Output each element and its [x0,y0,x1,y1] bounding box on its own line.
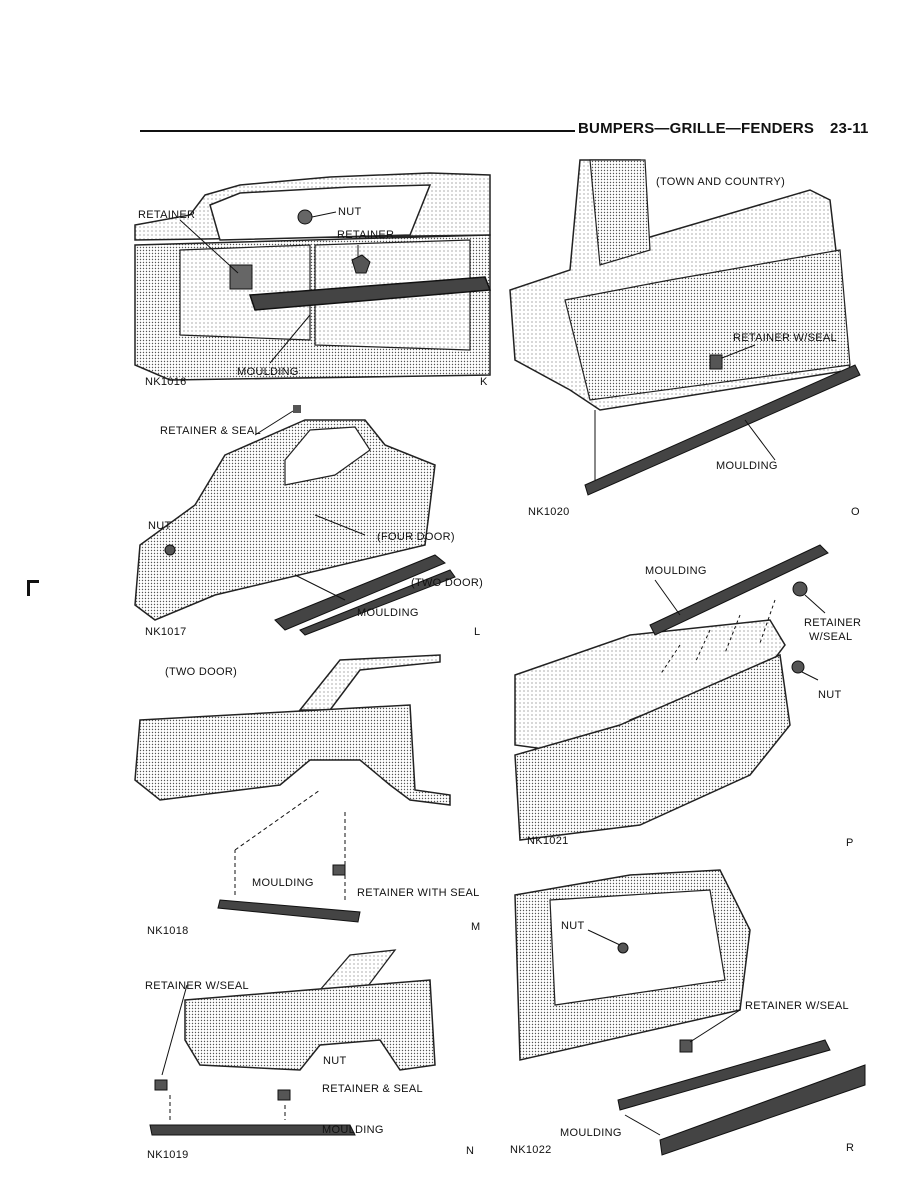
fig-p-label-w-seal: W/SEAL [809,631,853,643]
fig-l-id: NK1017 [145,626,187,638]
page-number: 23-11 [830,120,869,137]
fig-m-id: NK1018 [147,925,189,937]
fig-r-label-moulding: MOULDING [560,1127,622,1139]
fig-l-letter: L [474,626,481,638]
header-rule [140,130,575,132]
fig-n-label-retainer-w-seal: RETAINER W/SEAL [145,980,249,992]
fig-o-label-retainer-w-seal: RETAINER W/SEAL [733,332,837,344]
fig-o-caption: (TOWN AND COUNTRY) [656,176,786,188]
fig-n-id: NK1019 [147,1149,189,1161]
margin-mark [27,580,39,596]
fig-n-letter: N [466,1145,475,1157]
fig-l-label-nut: NUT [148,520,172,532]
fig-k-letter: K [480,376,488,388]
fig-m-letter: M [471,921,481,933]
fig-o-id: NK1020 [528,506,570,518]
fig-l-label-moulding: MOULDING [357,607,419,619]
fig-l-label-retainer-seal: RETAINER & SEAL [160,425,261,437]
fig-r-letter: R [846,1142,855,1154]
fig-k-label-moulding: MOULDING [237,366,299,378]
fig-n-label-nut: NUT [323,1055,347,1067]
fig-r-id: NK1022 [510,1144,552,1156]
figure-p-illustration [514,544,829,841]
section-title: BUMPERS—GRILLE—FENDERS [578,120,815,137]
fig-m-label-retainer-with-seal: RETAINER WITH SEAL [357,887,480,899]
figure-m-illustration [134,654,451,923]
fig-k-id: NK1016 [145,376,187,388]
fig-r-label-retainer-w-seal: RETAINER W/SEAL [745,1000,849,1012]
fig-o-label-moulding: MOULDING [716,460,778,472]
fig-l-label-four-door: (FOUR DOOR) [377,531,455,543]
figure-l-illustration [134,405,456,636]
fig-p-label-retainer: RETAINER [804,617,862,629]
fig-m-label-moulding: MOULDING [252,877,314,889]
fig-o-letter: O [851,506,860,518]
fig-p-letter: P [846,837,854,849]
fig-p-label-nut: NUT [818,689,842,701]
fig-m-caption: (TWO DOOR) [165,666,238,678]
fig-n-label-moulding: MOULDING [322,1124,384,1136]
fig-n-label-retainer-seal: RETAINER & SEAL [322,1083,423,1095]
fig-l-label-two-door: (TWO DOOR) [411,577,484,589]
figure-r-illustration [514,869,866,1156]
fig-k-label-nut: NUT [338,206,362,218]
fig-k-label-retainer-2: RETAINER [337,229,395,241]
figure-k-illustration [134,172,492,381]
fig-p-id: NK1021 [527,835,569,847]
fig-p-label-moulding: MOULDING [645,565,707,577]
fig-r-label-nut: NUT [561,920,585,932]
figure-o-illustration [509,159,861,496]
fig-k-label-retainer: RETAINER [138,209,196,221]
figure-n-illustration [149,949,436,1136]
